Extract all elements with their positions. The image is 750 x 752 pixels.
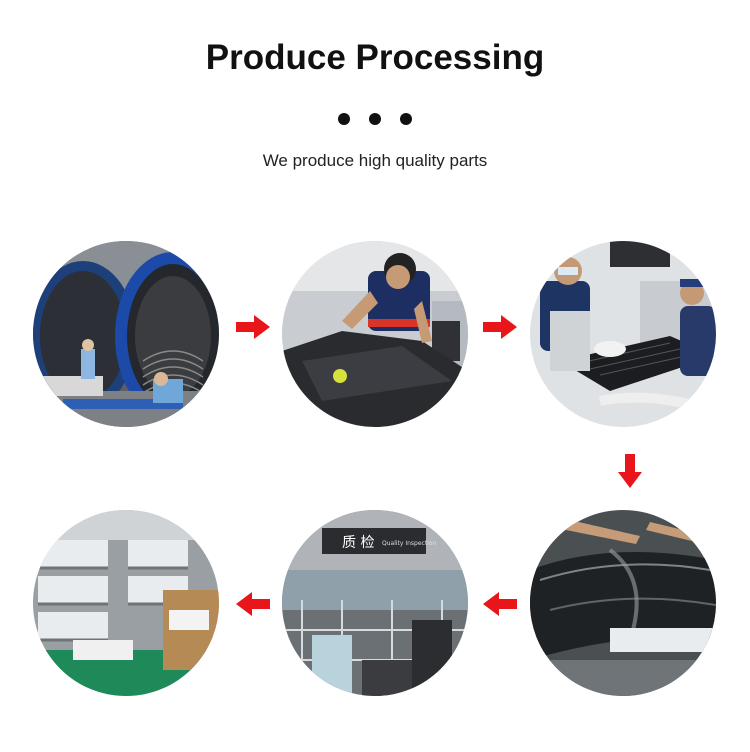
sign-text: 质 检	[342, 535, 374, 551]
autoclave-photo	[33, 241, 219, 427]
page-subtitle: We produce high quality parts	[262, 151, 488, 170]
sign-subtext: Quality Inspection	[382, 540, 437, 547]
layup-cutting-photo	[282, 241, 468, 427]
dot-icon	[338, 113, 350, 125]
carbon-panel-photo	[530, 510, 716, 696]
warehouse-photo	[33, 510, 219, 696]
arrow-right-icon	[483, 315, 517, 339]
page-title: Produce Processing	[205, 38, 545, 77]
quality-inspection-photo: 质 检 Quality Inspection	[282, 510, 468, 696]
dot-icon	[369, 113, 381, 125]
arrow-left-icon	[236, 592, 270, 616]
arrow-down-icon	[618, 454, 642, 488]
polishing-photo	[530, 241, 716, 427]
arrow-right-icon	[236, 315, 270, 339]
decorative-dots	[0, 113, 750, 125]
arrow-left-icon	[483, 592, 517, 616]
dot-icon	[400, 113, 412, 125]
